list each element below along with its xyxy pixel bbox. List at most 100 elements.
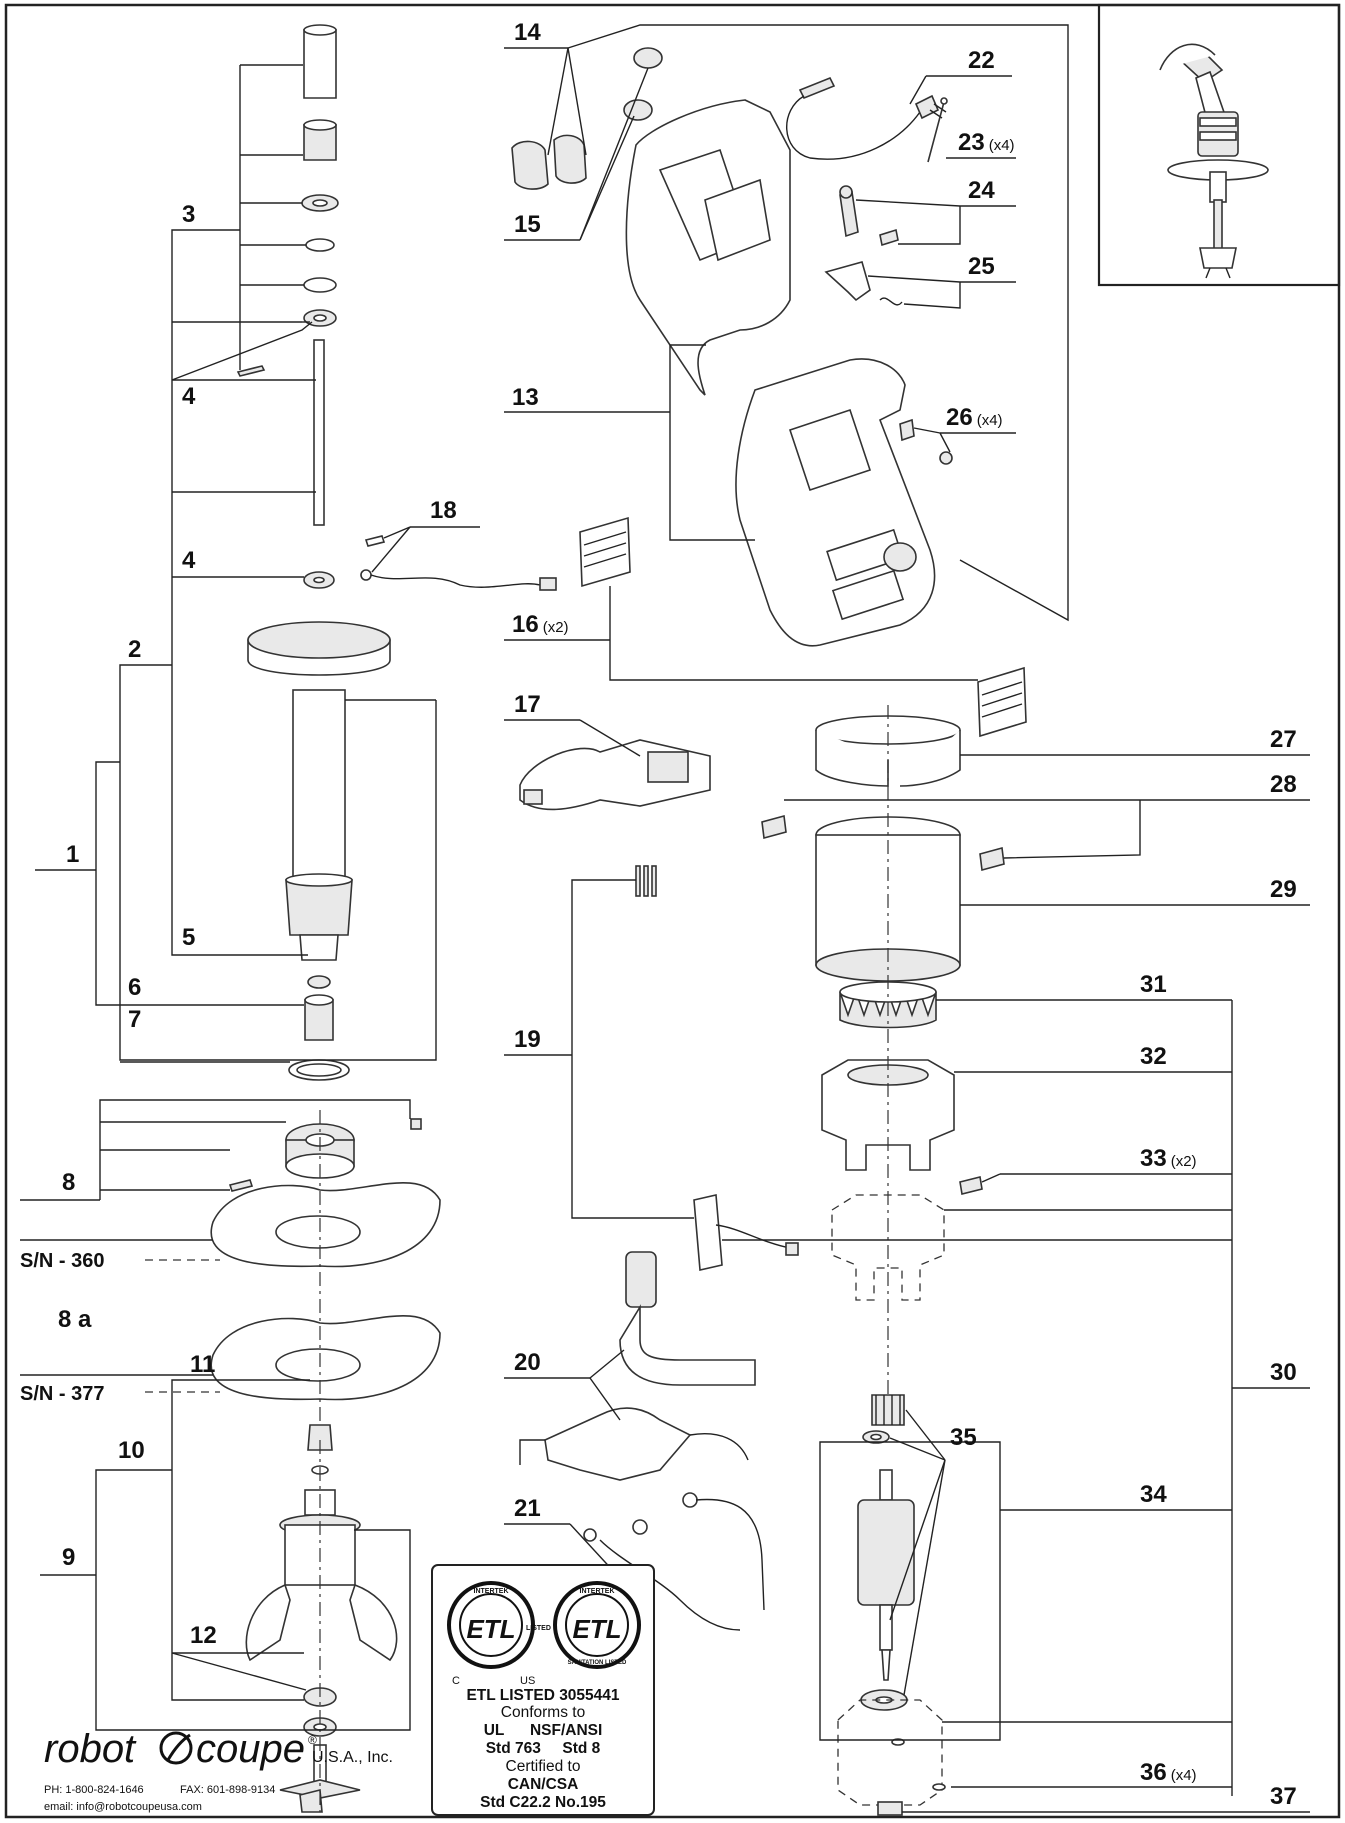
etl-line-2: Conforms to [501,1704,585,1721]
callout-24: 24 [968,177,995,204]
callout-18: 18 [430,497,457,524]
contact-info: PH: 1-800-824-1646 FAX: 601-898-9134 ema… [44,1784,275,1813]
callout-4b: 4 [182,547,196,574]
leader-lines [20,24,1310,1813]
part-4-drive-shaft [303,339,335,589]
robot-coupe-logo: robot coupe ® U.S.A., Inc. [44,1727,393,1771]
callout-36: 36(x4) [1140,1759,1197,1786]
callout-32: 32 [1140,1043,1167,1070]
callout-17: 17 [514,691,541,718]
inset-box [1097,3,1341,287]
etl-sanitation-badge: INTERTEK ETL SANITATION LISTED [553,1581,641,1669]
part-37-coupling [877,1801,903,1816]
etl-certification-label: INTERTEK ETL LISTED C US INTERTEK ETL SA… [431,1564,655,1816]
callout-8a: 8 a [58,1306,92,1333]
callout-4a: 4 [182,383,196,410]
part-15-button [623,47,663,121]
part-19-electronic-module [635,865,799,1271]
part-28-label [761,814,1005,872]
logo-swirl-icon [159,1731,193,1765]
part-21-cable [583,1492,765,1631]
callout-16: 16(x2) [512,611,569,638]
callout-22: 22 [968,47,995,74]
svg-text:®: ® [308,1733,317,1747]
callout-25: 25 [968,253,995,280]
serial-dash-lines [145,1259,220,1393]
callout-labels: 1 2 3 4 4 5 6 7 8 8 a 9 10 11 12 13 14 1… [20,19,1297,1810]
part-23-screws [927,97,948,163]
callout-29: 29 [1270,876,1297,903]
part-27-band [815,715,961,787]
callout-14: 14 [514,19,541,46]
part-35-armature [857,705,915,1711]
callout-19: 19 [514,1026,541,1053]
svg-text:PH: 1-800-824-1646: PH: 1-800-824-1646 [44,1784,144,1796]
part-24-switch-parts [839,185,899,247]
part-17-circuit-board [519,739,711,811]
svg-text:email: info@robotcoupeusa.com: email: info@robotcoupeusa.com [44,1801,202,1813]
part-14-switch-caps [511,134,587,190]
callout-12: 12 [190,1622,217,1649]
callout-8: 8 [62,1169,75,1196]
svg-text:robot: robot [44,1727,137,1771]
etl-line-4: Std 763 Std 8 [486,1740,601,1757]
part-22-power-cord [786,76,947,160]
callout-31: 31 [1140,971,1167,998]
callout-11: 11 [190,1351,215,1378]
svg-text:FAX: 601-898-9134: FAX: 601-898-9134 [180,1784,275,1796]
part-9-blade-assembly [245,1424,398,1813]
callout-3: 3 [182,201,195,228]
callout-35: 35 [950,1424,977,1451]
diagram-frame [4,3,1341,1819]
svg-text:U.S.A., Inc.: U.S.A., Inc. [312,1749,393,1766]
callout-37: 37 [1270,1783,1297,1810]
part-18-earth-wire [360,535,557,591]
callout-1: 1 [66,841,79,868]
serial-360: S/N - 360 [20,1250,104,1272]
assembled-mixer-illustration [1159,43,1269,279]
part-16-vent-grilles [579,516,1027,738]
svg-text:ETL: ETL [572,1614,621,1644]
part-36-motor-base [837,1699,946,1806]
part-33-brush-holder [831,1176,983,1301]
svg-text:C: C [452,1675,460,1687]
callout-5: 5 [182,924,195,951]
callout-27: 27 [1270,726,1297,753]
callout-30: 30 [1270,1359,1297,1386]
callout-34: 34 [1140,1481,1167,1508]
svg-text:coupe: coupe [196,1727,305,1771]
part-20-switch-harness [519,1251,756,1481]
etl-listed-badge: INTERTEK ETL LISTED C US [447,1581,551,1687]
svg-text:INTERTEK: INTERTEK [580,1588,615,1595]
callout-15: 15 [514,211,541,238]
etl-line-7: Std C22.2 No.195 [480,1794,606,1811]
callout-9: 9 [62,1544,75,1571]
svg-text:ETL: ETL [466,1614,515,1644]
svg-text:LISTED: LISTED [526,1625,551,1632]
svg-text:SANITATION LISTED: SANITATION LISTED [568,1660,627,1666]
callout-28: 28 [1270,771,1297,798]
callout-23: 23(x4) [958,129,1015,156]
callout-26: 26(x4) [946,404,1003,431]
callout-20: 20 [514,1349,541,1376]
part-2-foot-tube [247,621,391,1081]
callout-21: 21 [514,1495,541,1522]
callout-2: 2 [128,636,141,663]
part-8-bell-assembly [210,1110,441,1430]
callout-6: 6 [128,974,141,1001]
etl-line-5: Certified to [506,1758,581,1775]
part-13-upper-handle-shell [625,99,791,396]
svg-text:INTERTEK: INTERTEK [474,1588,509,1595]
part-26-screws-nuts [899,418,953,465]
callout-7: 7 [128,1006,141,1033]
etl-line-1: ETL LISTED 3055441 [466,1687,619,1704]
part-3-coupling-stack [236,24,339,377]
part-13-lower-handle-shell [735,358,936,647]
svg-text:US: US [520,1675,535,1687]
serial-377: S/N - 377 [20,1383,104,1405]
callout-33: 33(x2) [1140,1145,1197,1172]
etl-line-6: CAN/CSA [508,1776,579,1793]
etl-line-3: UL NSF/ANSI [484,1722,603,1739]
callout-13: 13 [512,384,539,411]
